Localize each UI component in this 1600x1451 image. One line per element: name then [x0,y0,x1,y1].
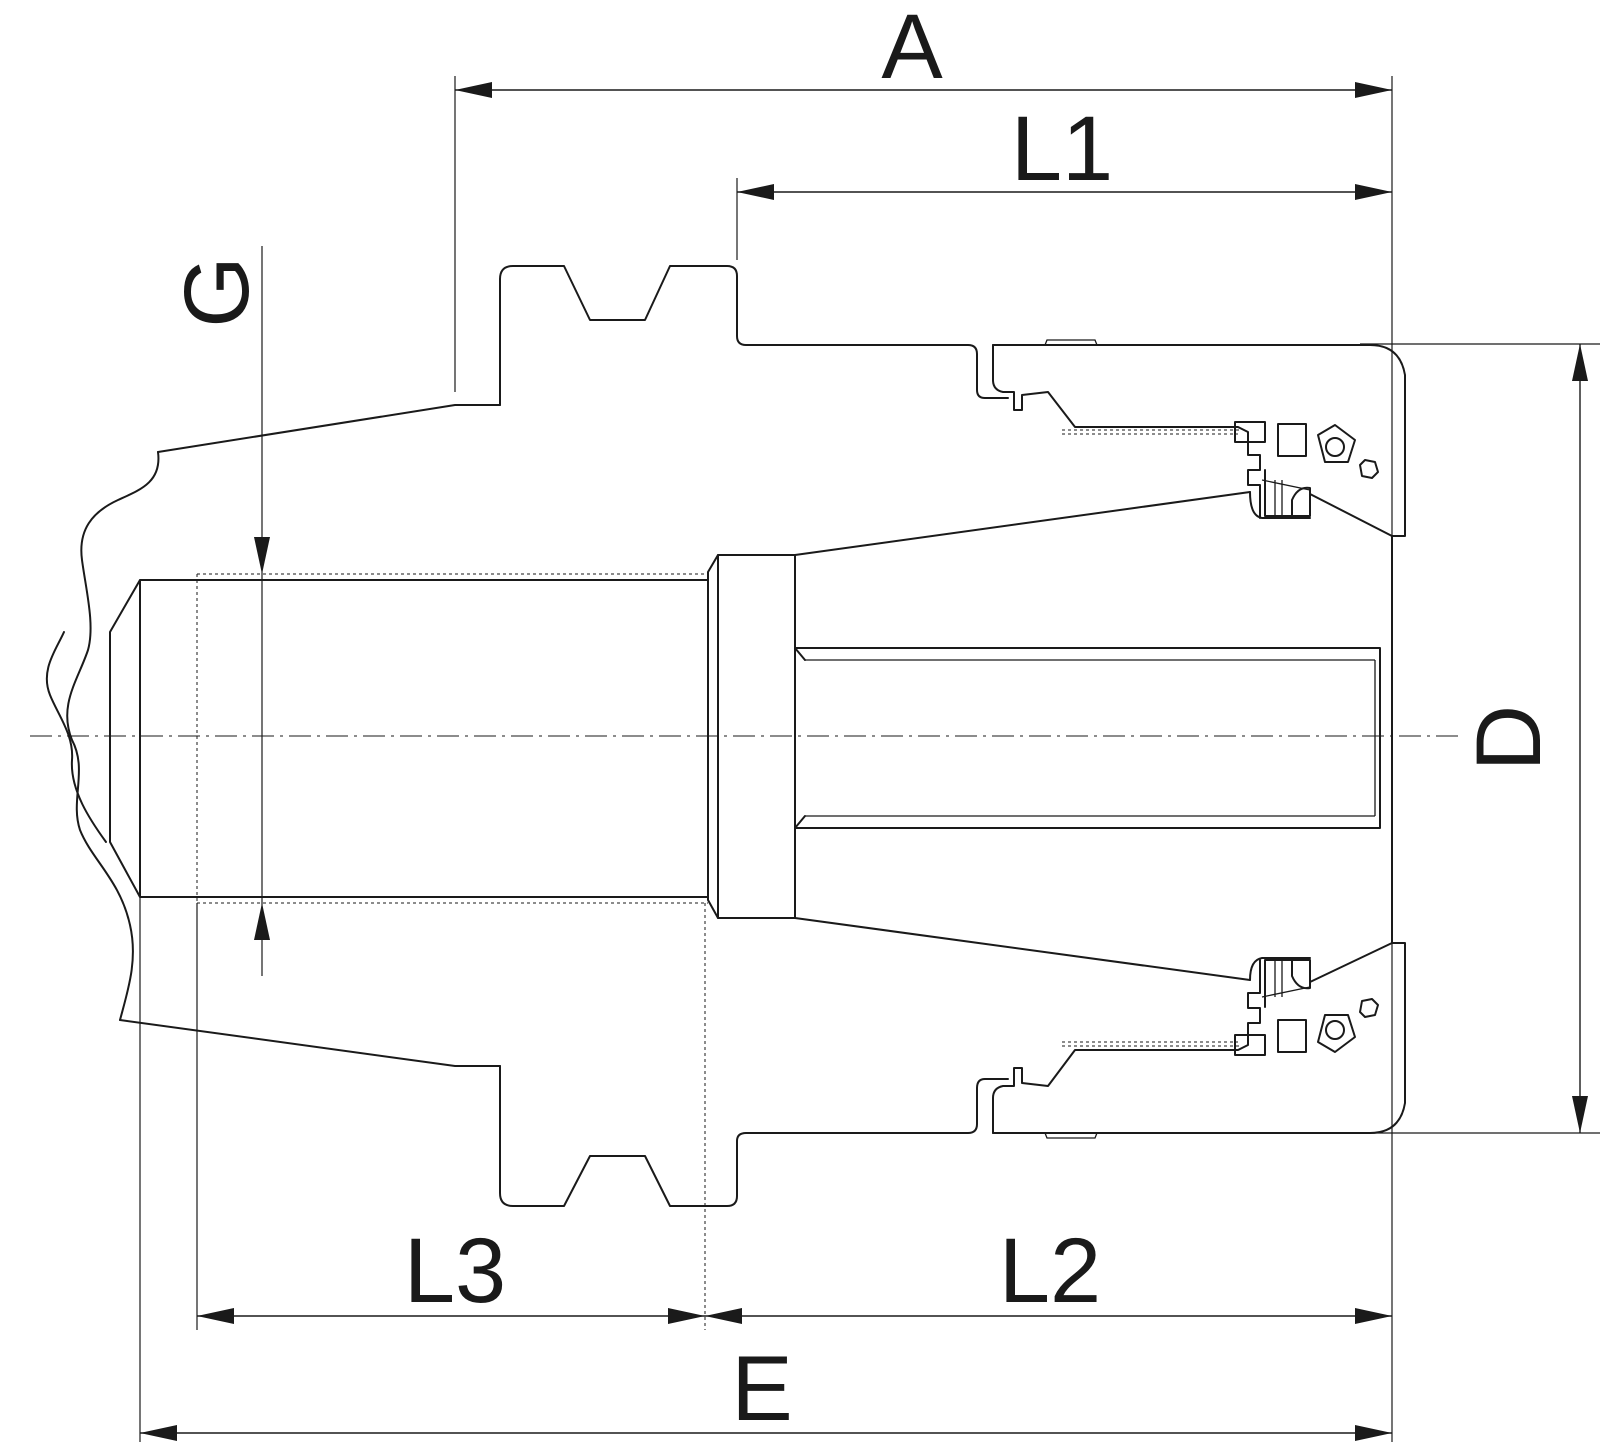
dim-G-arrow-top [254,537,270,574]
nut-notch-top [1044,339,1098,346]
label-L3: L3 [404,1220,506,1322]
shaft [109,579,709,898]
collet-front-bevel-bottom [1309,942,1393,983]
label-A: A [881,0,943,98]
dim-G-arrow-bottom [254,903,270,940]
nut-inner-top [992,344,1261,519]
dim-A-arrow-left [455,82,492,98]
dim-E-arrow-right [1355,1425,1392,1441]
label-L2: L2 [999,1220,1101,1322]
dim-L3-arrow-left [197,1308,234,1324]
collet-bore-edge [805,659,1376,817]
label-D: D [1458,705,1560,771]
dim-E-arrow-left [140,1425,177,1441]
nut-notch-bottom [1044,1132,1098,1139]
nut-hidden-top [1062,429,1240,435]
body-outline-bottom [499,1065,1009,1207]
nut-hidden-bottom [1062,1041,1240,1047]
ball-bearing-bottom [1234,957,1379,1056]
dim-L3-arrow-right [668,1308,705,1324]
dim-D-arrow-bottom [1572,1096,1588,1133]
label-G: G [166,256,268,328]
label-E: E [731,1338,792,1440]
body-outline-top [499,265,1009,406]
label-L1: L1 [1011,98,1113,200]
collar-step [707,554,719,919]
dim-L1-arrow-right [1355,184,1392,200]
dim-A-arrow-right [1355,82,1392,98]
shank-taper-bottom [119,1019,501,1067]
ball-bearing-top [1234,421,1379,519]
break-line-inner [45,631,107,843]
dim-D-arrow-top [1572,344,1588,381]
nut-shell-top [992,344,1406,537]
collet-cone-top [794,491,1251,556]
shaft-hidden [196,573,708,904]
shank-taper-top [157,404,501,453]
nut-inner-bottom [992,959,1261,1134]
break-line-outer [66,451,160,1021]
dim-L2-arrow-left [705,1308,742,1324]
collet-front-bevel-top [1309,493,1393,537]
nut-shell-bottom [992,942,1406,1134]
collet-cone-bottom [794,917,1251,981]
dim-L2-arrow-right [1355,1308,1392,1324]
dim-L1-arrow-left [737,184,774,200]
collar [717,554,796,919]
